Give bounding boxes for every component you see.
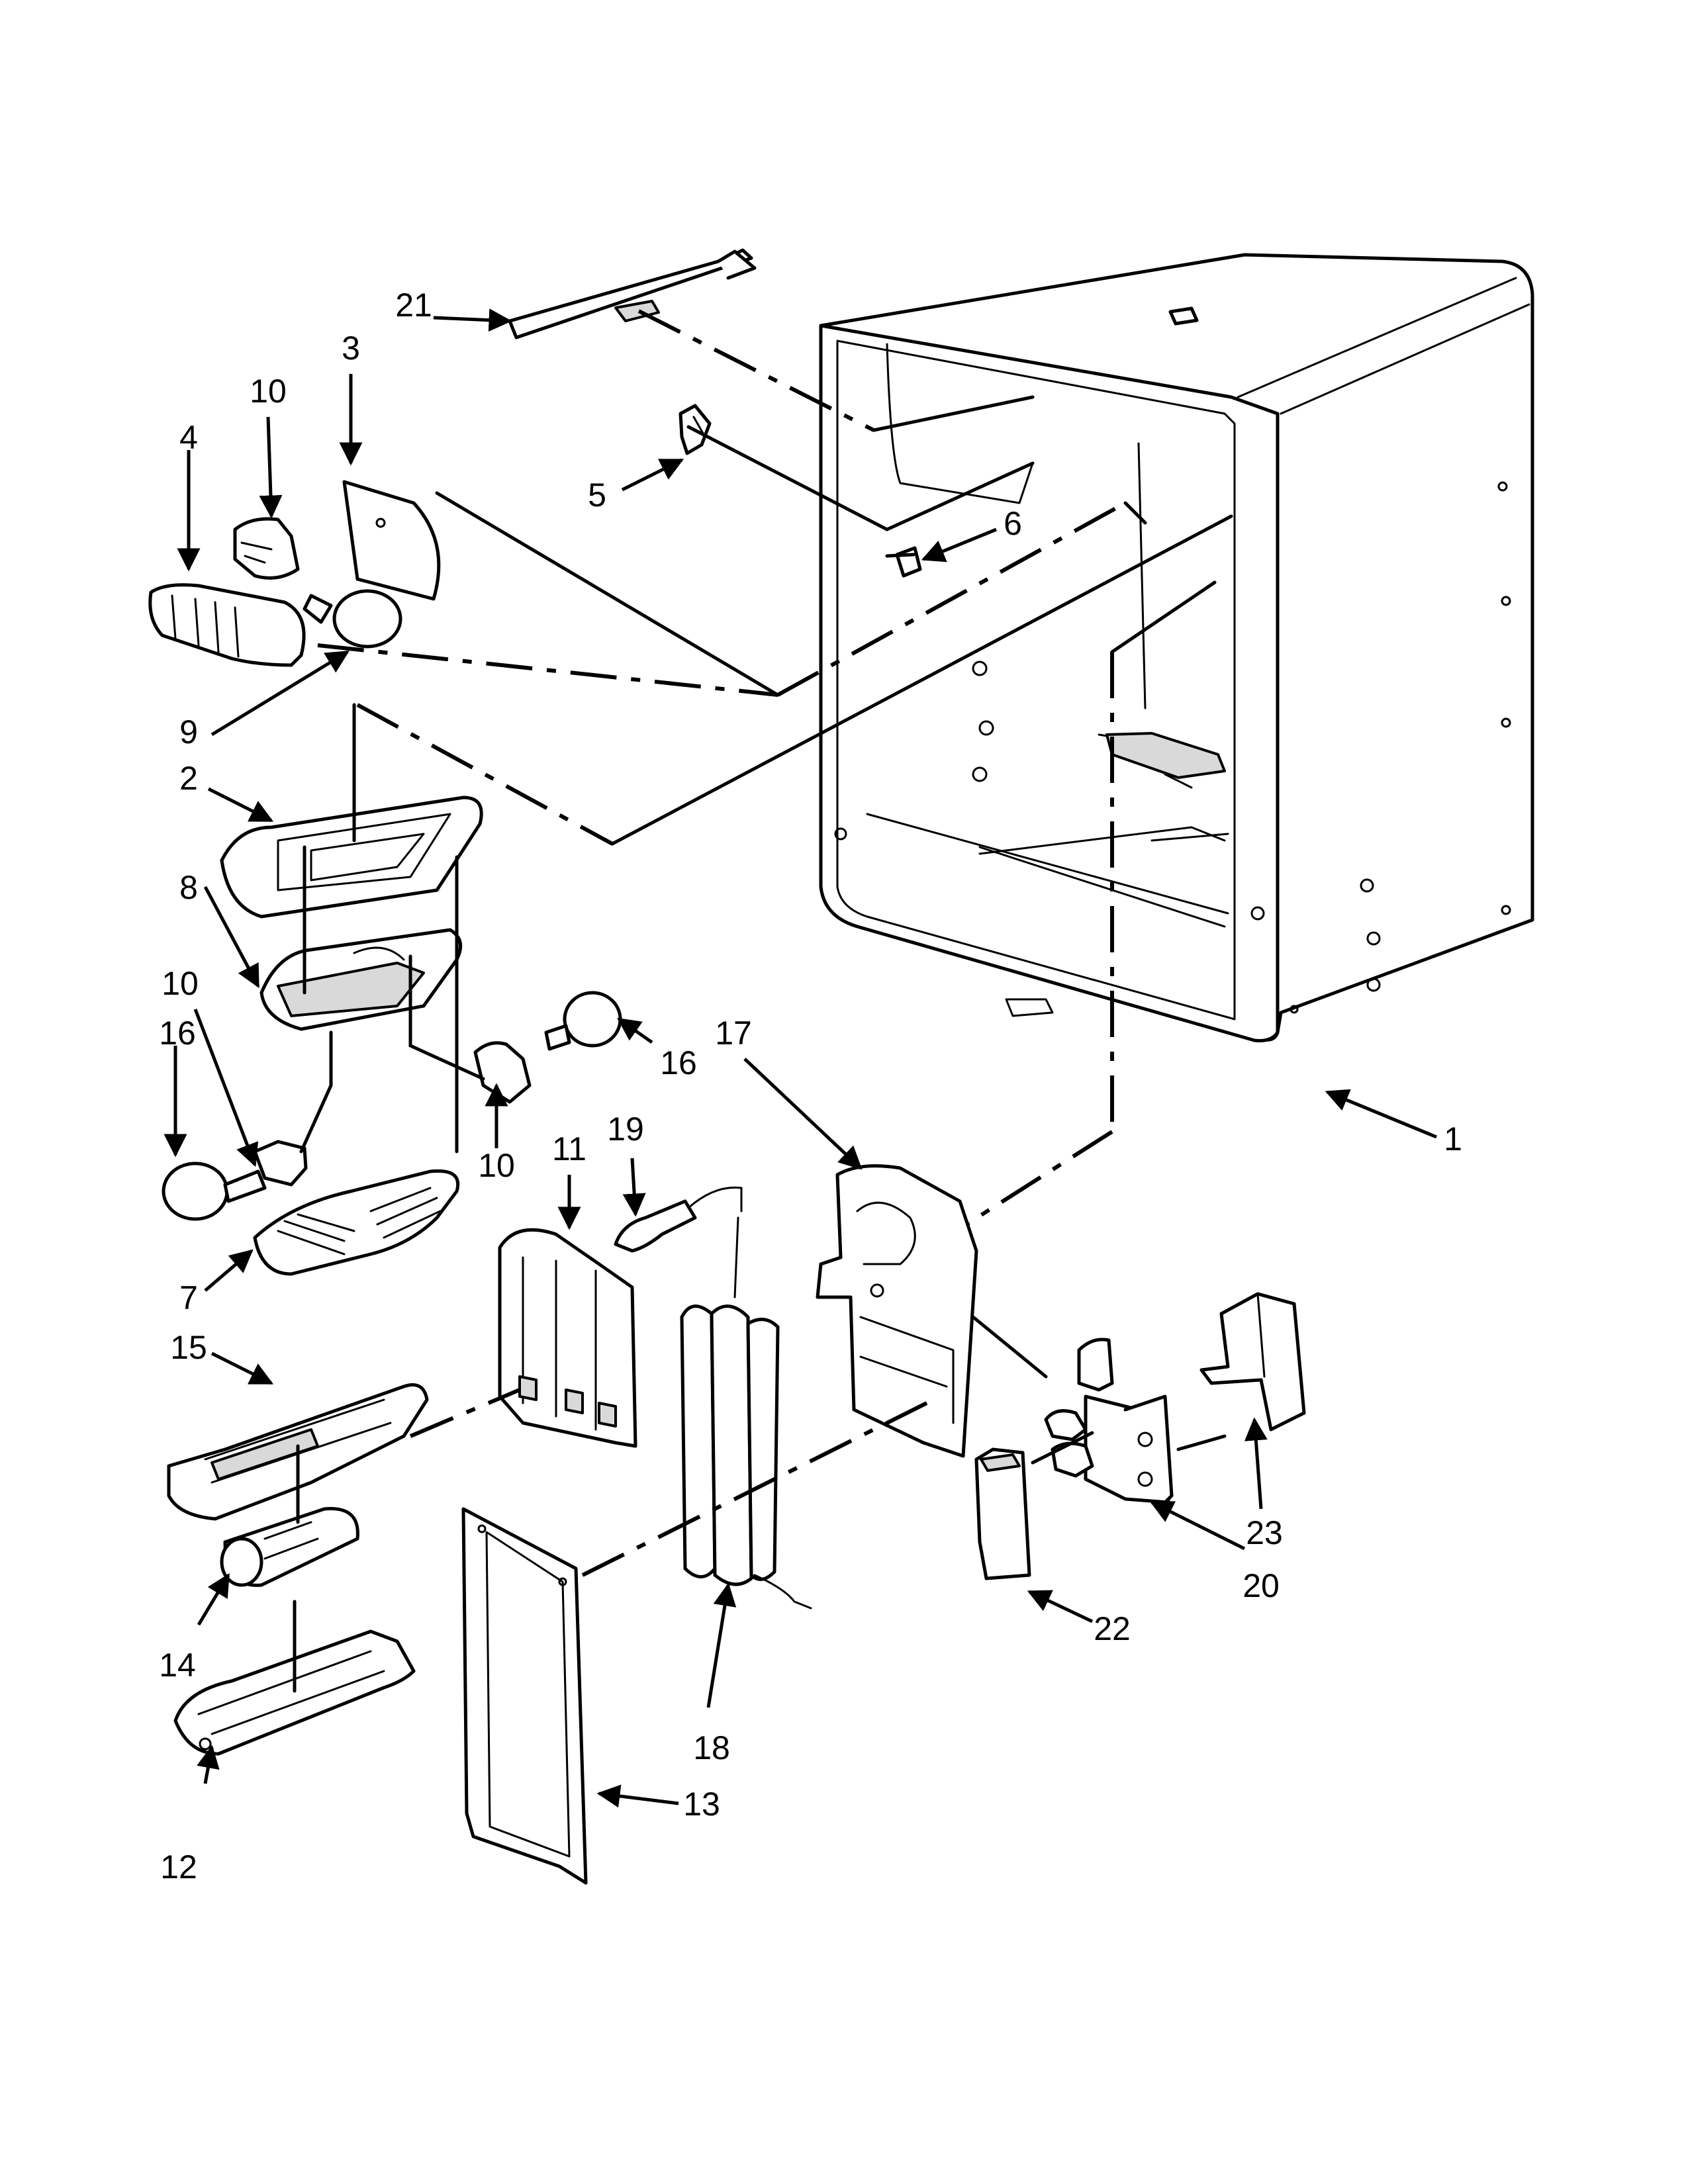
callout-15: 15 [170, 1329, 207, 1366]
part-18-tube-assembly [680, 1216, 812, 1610]
part-19-thermistor [614, 1186, 743, 1253]
callout-11: 11 [552, 1130, 586, 1167]
callout-22: 22 [1094, 1610, 1131, 1647]
callout-19: 19 [607, 1111, 644, 1148]
callout-9: 9 [179, 713, 198, 751]
part-8-lens [259, 928, 463, 1031]
part-23-bracket [1199, 1292, 1306, 1432]
part-9-bulb [303, 589, 402, 649]
callout-10-left: 10 [162, 965, 199, 1002]
callout-labels: 1 2 3 4 5 6 7 8 9 10 10 10 11 12 13 14 1… [159, 287, 1462, 1886]
part-2-housing [220, 796, 483, 919]
callout-5: 5 [588, 477, 606, 514]
callout-10-top: 10 [250, 373, 287, 410]
callout-6: 6 [1004, 505, 1022, 542]
callout-16-right: 16 [660, 1044, 697, 1081]
callout-4: 4 [179, 419, 198, 456]
part-7-light-cover [253, 1169, 459, 1276]
callout-10-middle: 10 [478, 1147, 515, 1184]
part-17-bracket [816, 1164, 978, 1458]
callout-14: 14 [159, 1647, 196, 1684]
part-10-socket-middle [473, 1041, 532, 1104]
callout-23: 23 [1246, 1514, 1283, 1551]
part-11-bracket [498, 1228, 637, 1448]
part-10-socket-top [233, 517, 300, 580]
part-16-bulb-right [544, 991, 622, 1051]
callout-12: 12 [160, 1848, 197, 1886]
callout-7: 7 [179, 1279, 198, 1316]
part-14-filter [220, 1507, 359, 1587]
part-1-liner [819, 253, 1534, 1042]
part-4-lamp-cover [148, 583, 306, 667]
part-20-valve [1044, 1338, 1174, 1504]
part-16-bulb-left [162, 1161, 267, 1221]
callout-20: 20 [1243, 1567, 1280, 1604]
callout-2: 2 [179, 760, 198, 797]
part-22-cover [974, 1447, 1031, 1580]
part-10-socket-left [253, 1140, 308, 1187]
part-3-shield [342, 480, 441, 601]
callout-17: 17 [715, 1015, 752, 1052]
part-21-cover [508, 248, 757, 340]
callout-leaders [164, 308, 1437, 1808]
assembly-lines [293, 309, 1233, 1693]
callout-3: 3 [342, 330, 360, 367]
callout-21: 21 [395, 287, 432, 324]
callout-8: 8 [179, 869, 198, 906]
callout-13: 13 [683, 1786, 720, 1823]
callout-16-left: 16 [159, 1015, 196, 1052]
callout-1: 1 [1444, 1120, 1462, 1158]
part-13-panel [461, 1507, 588, 1885]
callout-18: 18 [693, 1729, 730, 1766]
